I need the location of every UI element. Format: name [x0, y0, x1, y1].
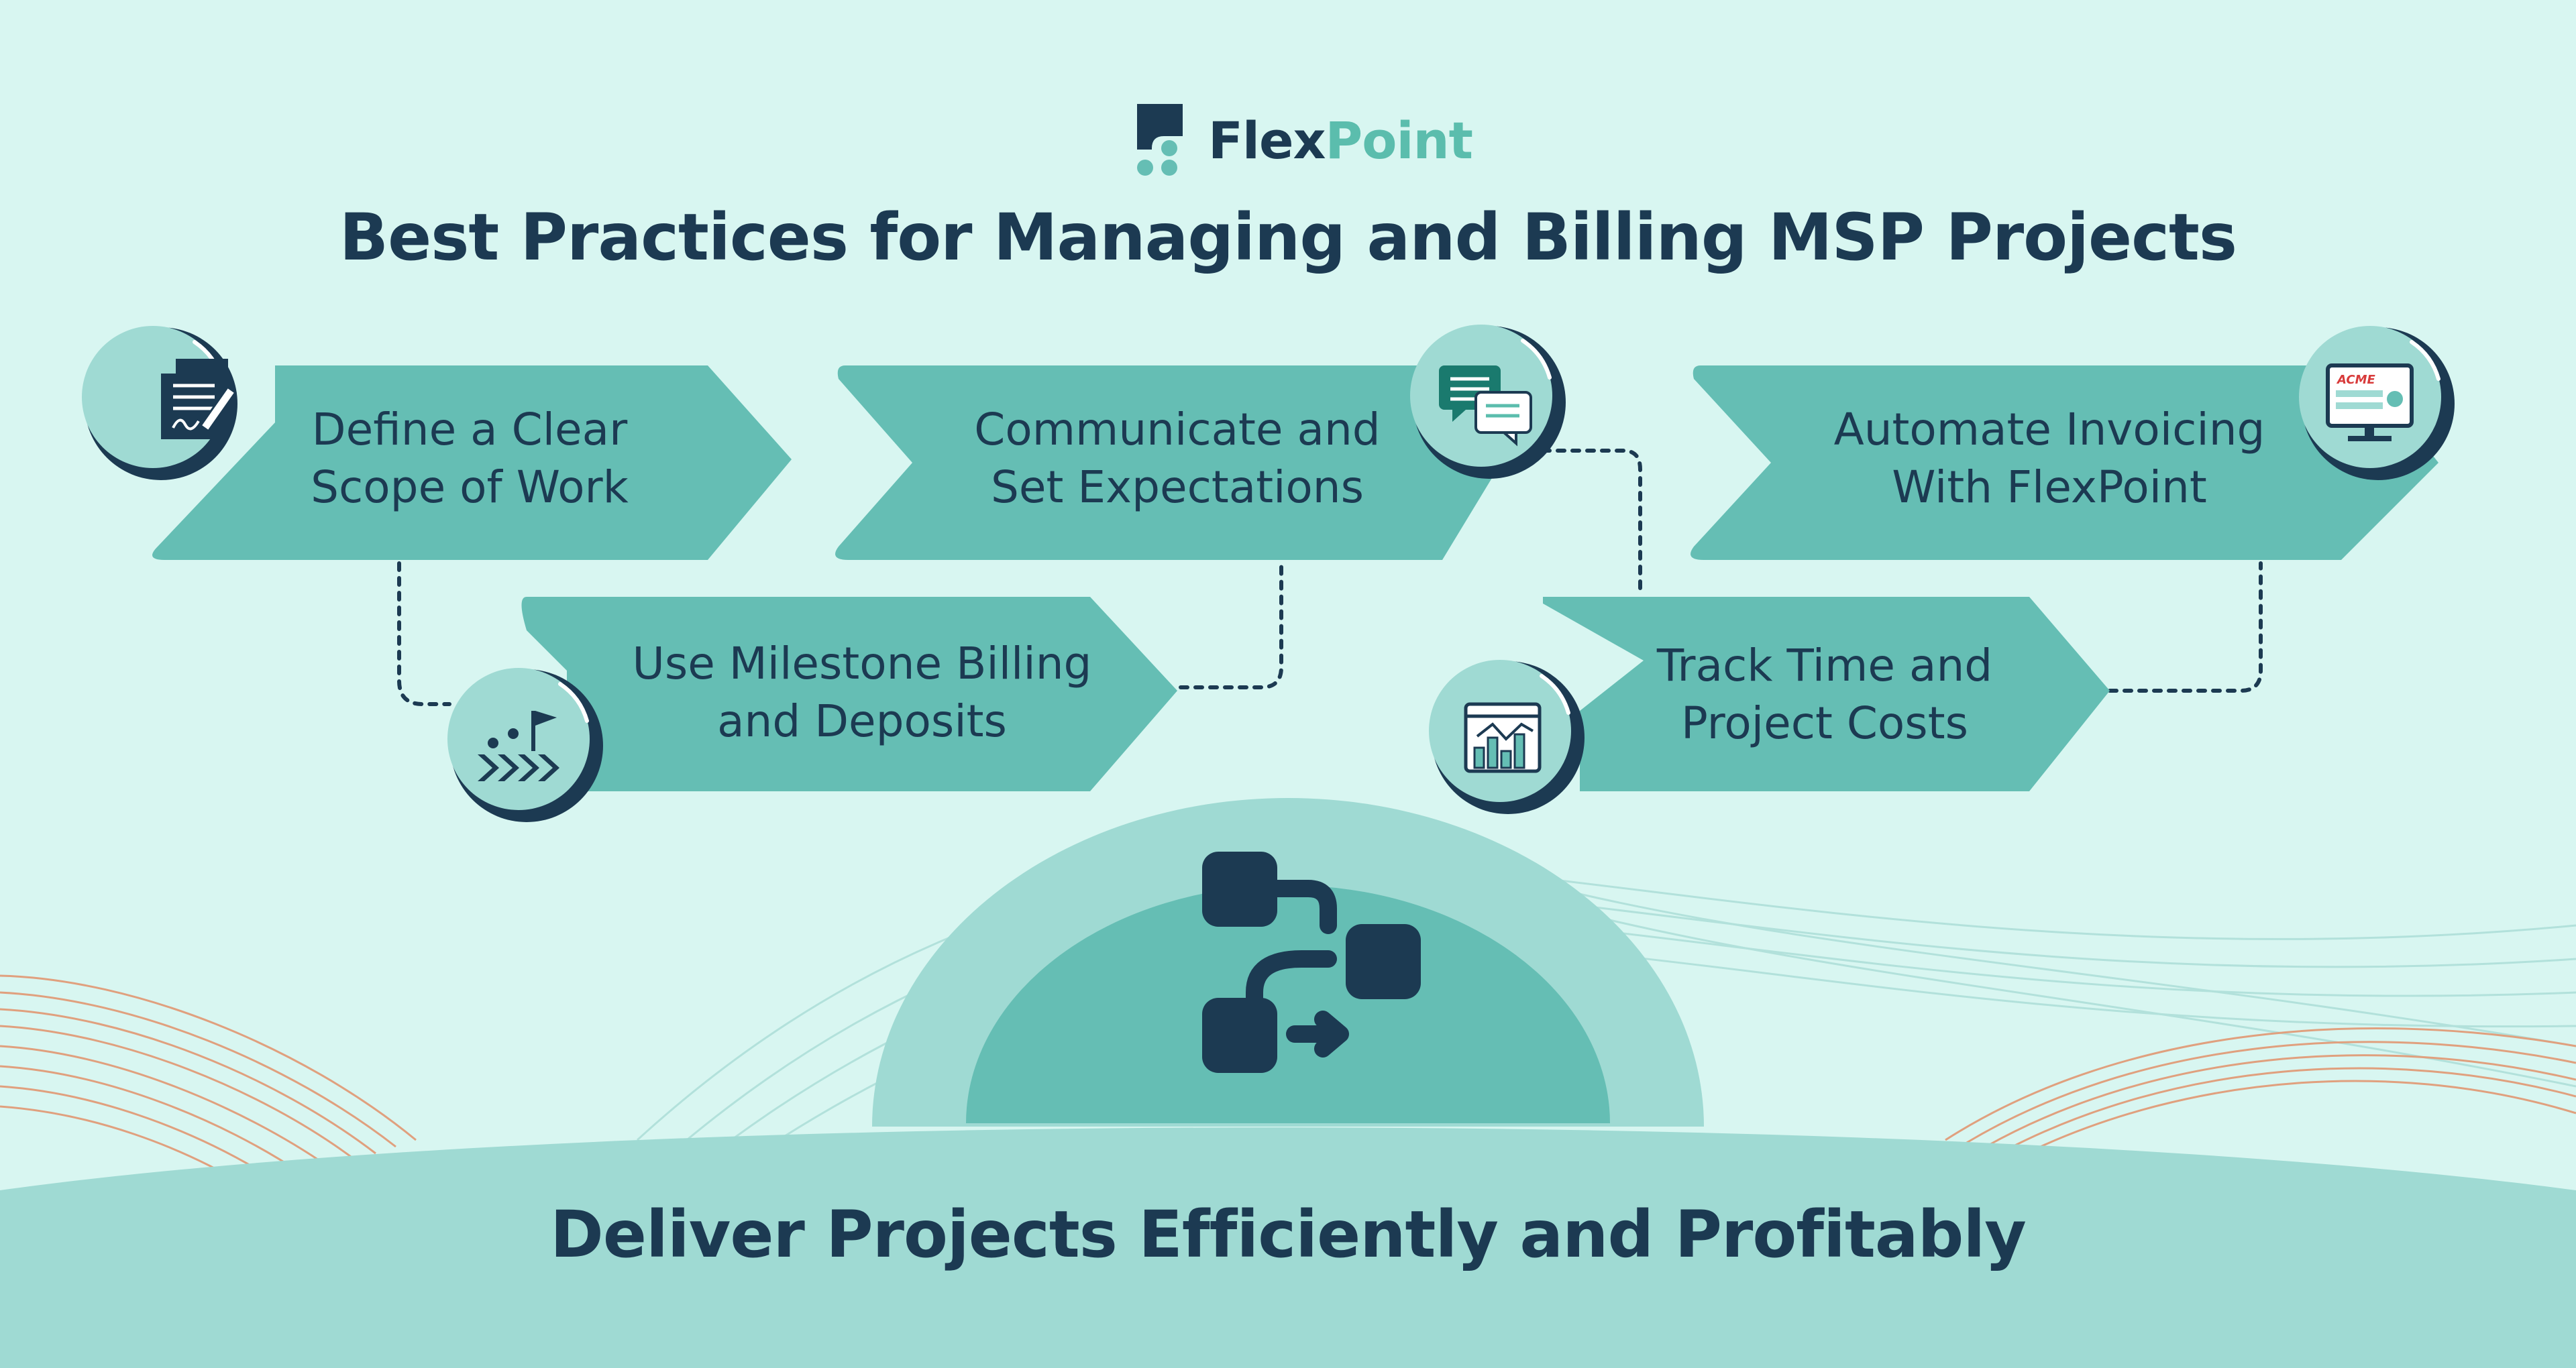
flexpoint-logo-icon — [1137, 104, 1185, 176]
step-label-4: Track Time and Project Costs — [1656, 640, 1993, 749]
invoice-monitor-icon — [2326, 363, 2414, 441]
step-arrow-2 — [521, 597, 1177, 791]
workflow-icon — [1202, 852, 1421, 1073]
page-title: Best Practices for Managing and Billing … — [339, 200, 2237, 275]
step-label-2: Use Milestone Billing and Deposits — [632, 638, 1092, 747]
milestone-flag-icon — [478, 711, 559, 781]
footer-tagline: Deliver Projects Efficiently and Profita… — [550, 1197, 2027, 1272]
connector-2-3 — [1179, 561, 1283, 689]
document-signature-icon — [161, 359, 237, 439]
flexpoint-logo: FlexPoint — [1137, 104, 1473, 176]
step-arrow-5 — [1690, 365, 2438, 560]
invoice-brand-label: ACME — [2337, 373, 2375, 387]
connector-1-2 — [397, 561, 451, 706]
chat-bubbles-icon — [1439, 365, 1532, 447]
connector-4-5 — [2108, 561, 2263, 693]
brand-name: FlexPoint — [1208, 110, 1473, 170]
step-arrow-3 — [835, 365, 1509, 560]
step-arrow-1 — [152, 365, 792, 560]
step-arrow-4 — [1543, 597, 2110, 791]
analytics-chart-icon — [1464, 702, 1542, 773]
step-label-5: Automate Invoicing With FlexPoint — [1833, 404, 2265, 513]
step-label-3: Communicate and Set Expectations — [974, 404, 1381, 513]
connector-3-4 — [1541, 449, 1642, 595]
step-label-1: Define a Clear Scope of Work — [311, 404, 629, 513]
